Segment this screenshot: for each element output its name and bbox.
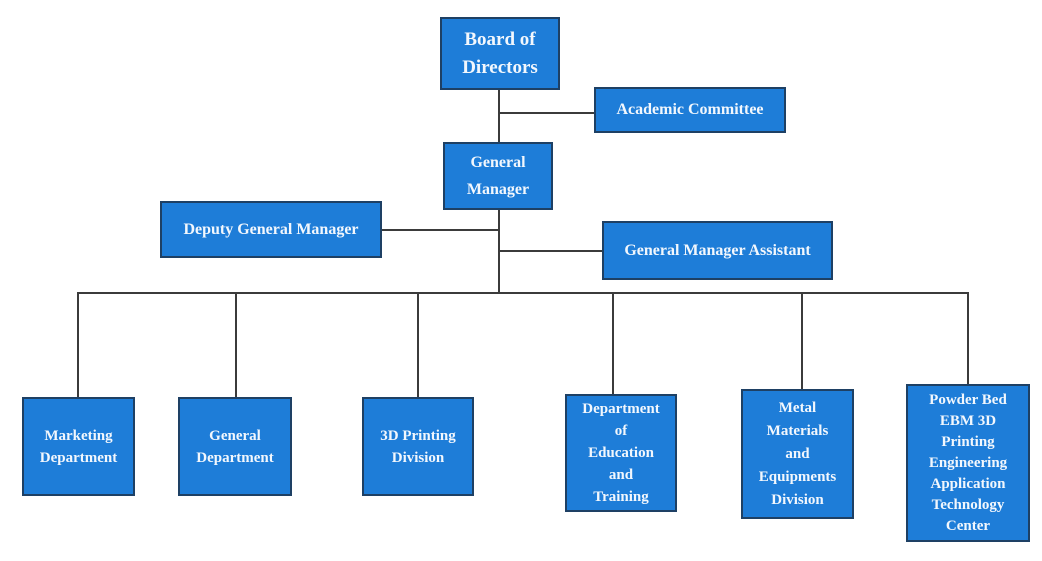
connector-board-to-academic [499, 112, 595, 114]
node-3d-printing-division: 3D Printing Division [362, 397, 474, 496]
connector-drop-powder [967, 292, 969, 385]
connector-assistant-to-trunk [499, 250, 603, 252]
node-department-of-education-and-training: Department of Education and Training [565, 394, 677, 512]
node-general-manager-assistant: General Manager Assistant [602, 221, 833, 280]
node-academic-committee: Academic Committee [594, 87, 786, 133]
node-powder-bed-ebm-3d-printing-center: Powder Bed EBM 3D Printing Engineering A… [906, 384, 1030, 542]
connector-deputy-to-trunk [381, 229, 499, 231]
node-deputy-general-manager: Deputy General Manager [160, 201, 382, 258]
connector-drop-marketing [77, 292, 79, 398]
connector-drop-education [612, 292, 614, 395]
node-marketing-department: Marketing Department [22, 397, 135, 496]
connector-drop-metal [801, 292, 803, 390]
node-metal-materials-and-equipments-division: Metal Materials and Equipments Division [741, 389, 854, 519]
node-board-of-directors: Board of Directors [440, 17, 560, 90]
connector-gm-to-departments [498, 210, 500, 294]
connector-board-to-gm [498, 90, 500, 143]
connector-drop-printing [417, 292, 419, 398]
connector-distribution-bar [77, 292, 969, 294]
node-general-manager: General Manager [443, 142, 553, 210]
node-general-department: General Department [178, 397, 292, 496]
connector-drop-general-dept [235, 292, 237, 398]
